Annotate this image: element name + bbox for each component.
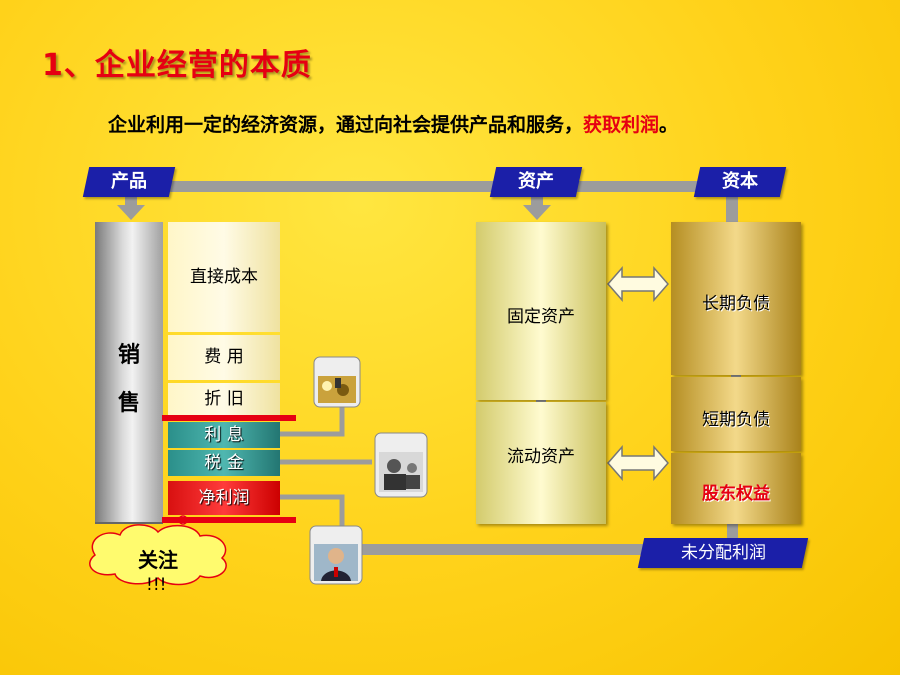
government-icon xyxy=(374,432,428,498)
subtitle-prefix: 企业利用一定的经济资源，通过向社会提供产品和服务， xyxy=(108,114,584,136)
fixed-asset-block: 固定资产 xyxy=(476,222,606,400)
government-photo xyxy=(374,432,428,502)
top-connector-bar xyxy=(160,181,710,192)
attention-marks: !!! xyxy=(146,575,167,595)
equity-label: 股东权益 xyxy=(702,484,770,504)
current-asset-label: 流动资产 xyxy=(507,447,575,467)
sales-char-1: 销 xyxy=(117,343,140,368)
product-down-arrow xyxy=(117,196,145,220)
subtitle-highlight: 获取利润 xyxy=(583,114,660,136)
double-arrow-bottom xyxy=(607,445,669,481)
shareholder-photo xyxy=(309,525,363,589)
fixed-asset-label: 固定资产 xyxy=(507,307,575,327)
long-term-debt-block: 长期负债 xyxy=(671,222,801,375)
bank-photo xyxy=(313,356,361,408)
tag-product: 产品 xyxy=(82,167,176,197)
depreciation-cell: 折 旧 xyxy=(168,383,280,415)
tag-asset: 资产 xyxy=(489,167,583,197)
interest-to-bank-line xyxy=(280,402,345,437)
red-divider-top xyxy=(162,415,296,421)
short-term-debt-block: 短期负债 xyxy=(671,377,801,451)
tag-undistributed-profit: 未分配利润 xyxy=(637,538,809,568)
red-divider-bottom xyxy=(162,517,296,523)
interest-cell: 利 息 xyxy=(168,422,280,448)
equity-block: 股东权益 xyxy=(671,453,801,524)
direct-cost-cell: 直接成本 xyxy=(168,222,280,332)
profit-to-shareholder-line xyxy=(280,494,345,528)
double-arrow-top xyxy=(607,266,669,302)
expense-cell: 费 用 xyxy=(168,335,280,380)
asset-down-arrow xyxy=(523,196,551,220)
tax-cell: 税 金 xyxy=(168,450,280,476)
tag-capital: 资本 xyxy=(693,167,787,197)
long-term-debt-label: 长期负债 xyxy=(702,294,770,314)
bottom-connector-bar xyxy=(360,544,650,555)
page-title: 1、企业经营的本质 xyxy=(42,48,312,83)
capital-down-connector xyxy=(726,196,738,222)
shareholder-icon xyxy=(309,525,363,585)
subtitle-suffix: 。 xyxy=(659,114,679,136)
current-asset-block: 流动资产 xyxy=(476,402,606,524)
attention-label: 关注 xyxy=(138,548,178,572)
capital-up-connector xyxy=(727,524,738,550)
bank-icon xyxy=(313,356,361,408)
subtitle: 企业利用一定的经济资源，通过向社会提供产品和服务，获取利润。 xyxy=(108,110,678,137)
sales-char-2: 售 xyxy=(117,391,140,416)
short-term-debt-label: 短期负债 xyxy=(702,410,770,430)
net-profit-cell: 净利润 xyxy=(168,481,280,515)
sales-column: 销 售 xyxy=(95,222,163,524)
